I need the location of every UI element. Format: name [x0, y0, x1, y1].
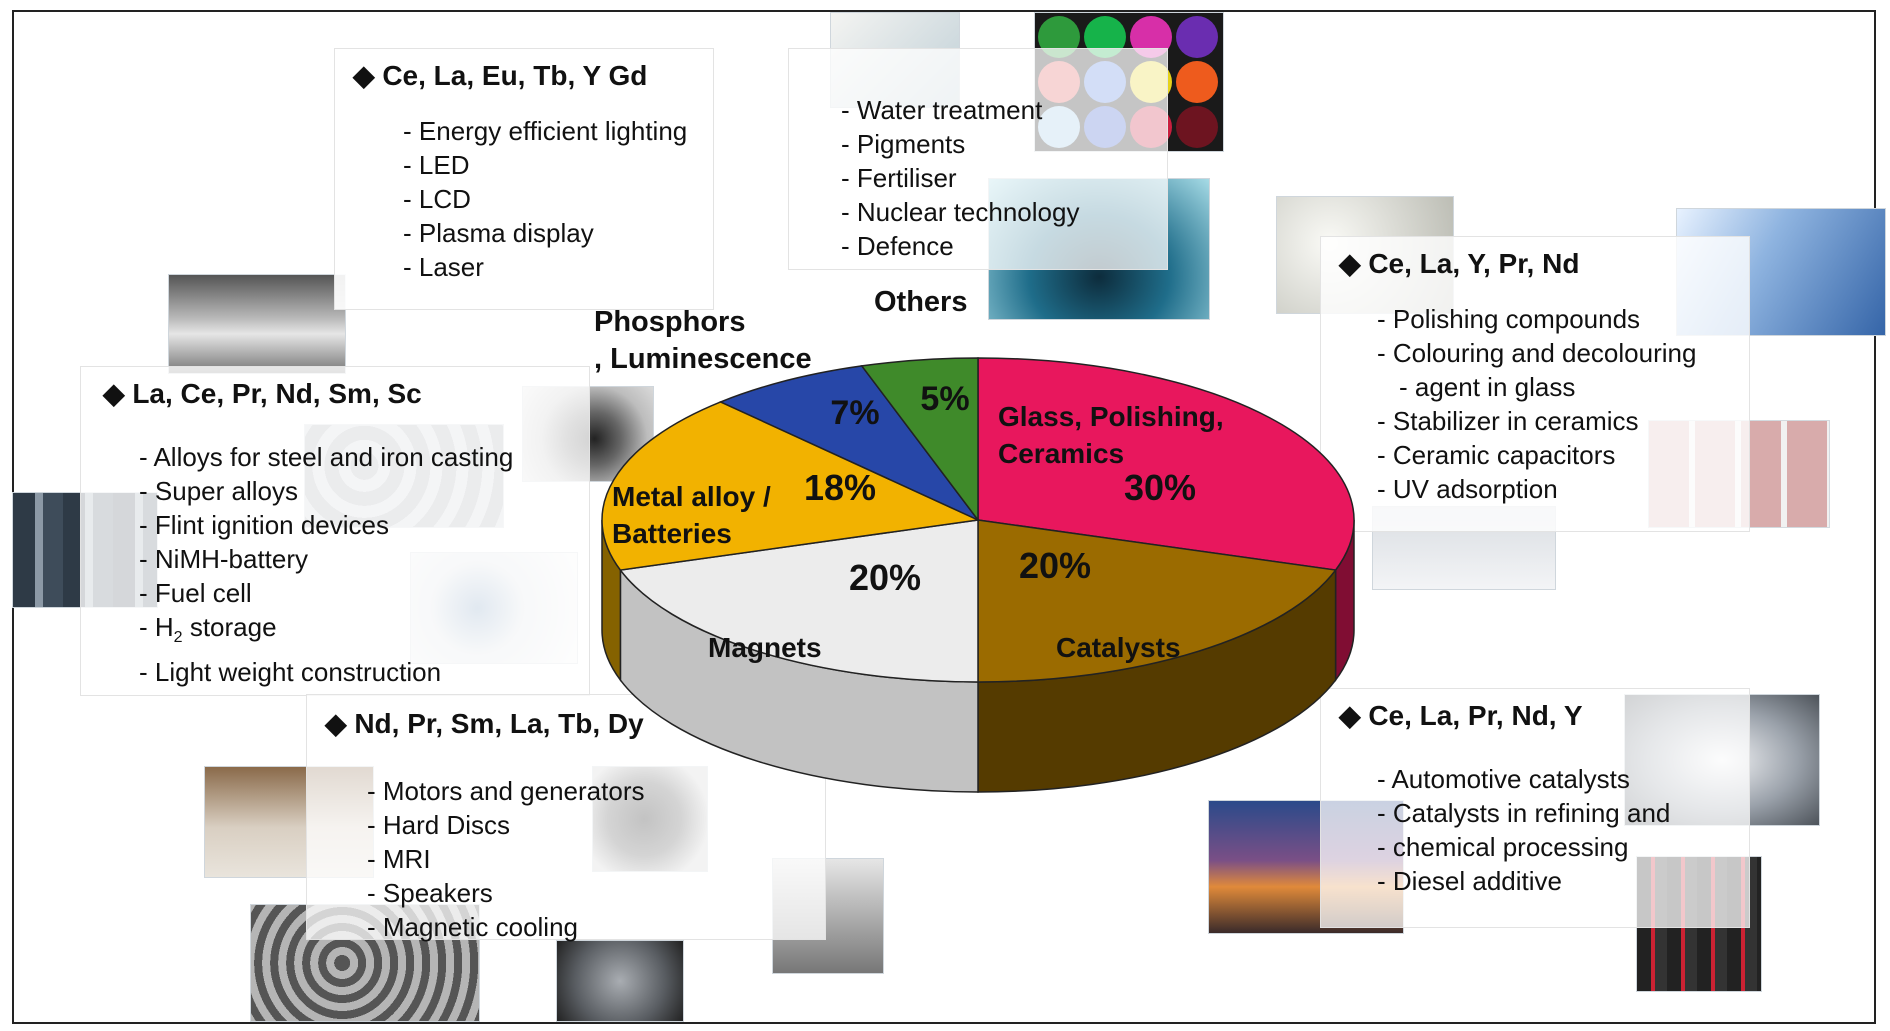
list-item: MRI — [367, 842, 825, 876]
list-item: Polishing compounds — [1377, 302, 1749, 336]
glass-elements: Ce, La, Y, Pr, Nd — [1368, 248, 1580, 279]
pie-slice-5 — [860, 357, 979, 523]
list-item: Water treatment — [841, 93, 1167, 127]
pie-top — [601, 357, 1355, 683]
list-item: agent in glass — [1377, 370, 1749, 404]
h2-subscript: 2 — [173, 629, 183, 647]
alloys-elements: La, Ce, Pr, Nd, Sm, Sc — [132, 378, 422, 409]
segment-label-line: Glass, Polishing, — [998, 401, 1224, 432]
glass-uses-list: Polishing compounds Colouring and decolo… — [1377, 302, 1749, 506]
pie-value-label: 5% — [920, 380, 969, 418]
list-item: Alloys for steel and iron casting — [139, 440, 589, 474]
list-item: UV adsorption — [1377, 472, 1749, 506]
glass-panel: ◆ Ce, La, Y, Pr, Nd Polishing compounds … — [1320, 236, 1750, 532]
alloys-panel: ◆ La, Ce, Pr, Nd, Sm, Sc Alloys for stee… — [80, 366, 590, 696]
segment-label-catalysts: Catalysts — [1056, 632, 1181, 663]
pie-value-label: 7% — [830, 394, 879, 432]
list-item: Automotive catalysts — [1377, 762, 1749, 796]
list-item: NiMH-battery — [139, 542, 589, 576]
pie-slice-1 — [977, 519, 1337, 683]
list-item: Catalysts in refining and — [1377, 796, 1749, 830]
list-item: LCD — [403, 182, 713, 216]
pie-slice-0 — [977, 357, 1355, 571]
segment-label-line: Phosphors — [594, 306, 746, 338]
list-item: Flint ignition devices — [139, 508, 589, 542]
segment-label-line: , Luminescence — [594, 343, 812, 375]
segment-label-others: Others — [874, 286, 968, 318]
pie-value-label: 20% — [1019, 545, 1091, 586]
phosphors-panel: ◆ Ce, La, Eu, Tb, Y Gd Energy efficient … — [334, 48, 714, 310]
list-item: Motors and generators — [367, 774, 825, 808]
segment-label-line: Batteries — [612, 518, 732, 549]
magnets-elements: Nd, Pr, Sm, La, Tb, Dy — [354, 708, 644, 739]
catalysts-elements-heading: ◆ Ce, La, Pr, Nd, Y — [1339, 700, 1583, 731]
pigment-dot — [1130, 16, 1172, 58]
others-panel: Water treatment Pigments Fertiliser Nucl… — [788, 48, 1168, 270]
pie-value-label: 20% — [849, 557, 921, 598]
hard-disc-photo — [556, 940, 684, 1022]
glass-elements-heading: ◆ Ce, La, Y, Pr, Nd — [1339, 248, 1580, 279]
list-item: Laser — [403, 250, 713, 284]
list-item: Hard Discs — [367, 808, 825, 842]
h2-symbol: H — [154, 612, 174, 642]
list-item: Light weight construction — [139, 655, 589, 689]
segment-label-phosphors: Phosphors , Luminescence — [594, 304, 812, 378]
pie-slice-4 — [718, 365, 979, 521]
pigment-dot — [1038, 16, 1080, 58]
pigment-dot — [1084, 16, 1126, 58]
magnets-elements-heading: ◆ Nd, Pr, Sm, La, Tb, Dy — [325, 708, 644, 739]
segment-label-line: Metal alloy / — [612, 481, 771, 512]
list-item: H2 storage — [139, 610, 589, 655]
pie-slice-2 — [619, 519, 979, 683]
others-uses-list: Water treatment Pigments Fertiliser Nucl… — [841, 93, 1167, 263]
catalysts-panel: ◆ Ce, La, Pr, Nd, Y Automotive catalysts… — [1320, 688, 1750, 928]
phosphors-uses-list: Energy efficient lighting LED LCD Plasma… — [403, 114, 713, 284]
list-item: Plasma display — [403, 216, 713, 250]
catalysts-uses-list: Automotive catalysts Catalysts in refini… — [1377, 762, 1749, 898]
list-item: Speakers — [367, 876, 825, 910]
catalysts-elements: Ce, La, Pr, Nd, Y — [1368, 700, 1583, 731]
segment-label-metal: Metal alloy / Batteries — [612, 478, 771, 552]
list-item: Nuclear technology — [841, 195, 1167, 229]
pigment-dot — [1176, 61, 1218, 103]
h2-storage-text: storage — [189, 612, 277, 642]
list-item: Magnetic cooling — [367, 910, 825, 944]
pigment-dot — [1176, 16, 1218, 58]
pie-value-label: 18% — [804, 467, 876, 508]
list-item-continuation: agent in glass — [1414, 372, 1576, 402]
pie-value-label: 30% — [1124, 467, 1196, 508]
phosphors-elements: Ce, La, Eu, Tb, Y Gd — [382, 60, 648, 91]
list-item: Fuel cell — [139, 576, 589, 610]
segment-label-magnets: Magnets — [708, 632, 822, 663]
list-item: Defence — [841, 229, 1167, 263]
pigment-dot — [1176, 106, 1218, 148]
list-item: Fertiliser — [841, 161, 1167, 195]
list-item: LED — [403, 148, 713, 182]
list-item: chemical processing — [1377, 830, 1749, 864]
segment-label-glass: Glass, Polishing, Ceramics — [998, 398, 1224, 472]
list-item: Stabilizer in ceramics — [1377, 404, 1749, 438]
alloys-elements-heading: ◆ La, Ce, Pr, Nd, Sm, Sc — [103, 378, 422, 409]
list-item-continuation: chemical processing — [1392, 832, 1629, 862]
list-item: Energy efficient lighting — [403, 114, 713, 148]
pie-slice-3 — [601, 401, 981, 571]
segment-label-line: Ceramics — [998, 438, 1125, 469]
list-item: Colouring and decolouring — [1377, 336, 1749, 370]
magnets-uses-list: Motors and generators Hard Discs MRI Spe… — [367, 774, 825, 944]
phosphors-elements-heading: ◆ Ce, La, Eu, Tb, Y Gd — [353, 60, 648, 91]
list-item: Super alloys — [139, 474, 589, 508]
list-item: Pigments — [841, 127, 1167, 161]
list-item: Diesel additive — [1377, 864, 1749, 898]
list-item: Ceramic capacitors — [1377, 438, 1749, 472]
alloys-uses-list: Alloys for steel and iron casting Super … — [139, 440, 589, 689]
